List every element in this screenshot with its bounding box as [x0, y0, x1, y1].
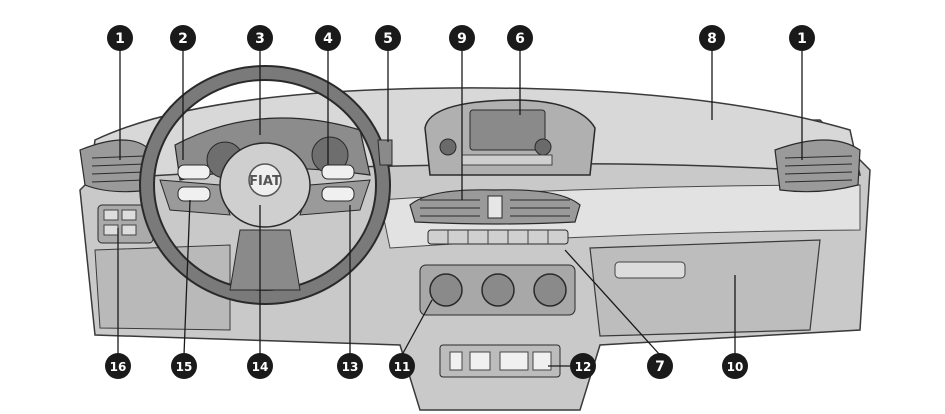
callout-12: 12 [570, 353, 596, 379]
left-air-vent [79, 139, 151, 193]
callout-2: 2 [170, 25, 196, 51]
svg-text:6: 6 [515, 31, 525, 47]
callout-14: 14 [247, 353, 273, 379]
callout-4: 4 [315, 25, 341, 51]
svg-text:8: 8 [707, 31, 717, 47]
svg-text:7: 7 [655, 359, 665, 375]
callout-15: 15 [171, 353, 197, 379]
callout-markers: 1 2 3 4 5 6 8 9 [105, 25, 815, 379]
left-switch-panel [97, 204, 154, 244]
steering-wheel: FIAT [139, 65, 391, 305]
leader-lines [117, 48, 803, 367]
svg-text:12: 12 [575, 360, 592, 374]
callout-3: 3 [247, 25, 273, 51]
glovebox [614, 261, 686, 279]
fiat-logo-text: FIAT [249, 174, 281, 189]
svg-text:1: 1 [115, 31, 125, 47]
callout-1-right: 1 [789, 25, 815, 51]
right-air-vent [774, 139, 861, 193]
control-button-strip [427, 229, 569, 245]
callout-8: 8 [699, 25, 725, 51]
svg-text:16: 16 [110, 360, 127, 374]
climate-controls [419, 264, 576, 316]
svg-text:11: 11 [394, 360, 411, 374]
callout-11: 11 [389, 353, 415, 379]
infotainment-unit [424, 99, 596, 176]
callout-9: 9 [449, 25, 475, 51]
callout-16: 16 [105, 353, 131, 379]
callout-10: 10 [722, 353, 748, 379]
callout-7: 7 [647, 353, 673, 379]
callout-1-left: 1 [107, 25, 133, 51]
svg-text:9: 9 [457, 31, 467, 47]
svg-text:10: 10 [727, 360, 744, 374]
callout-6: 6 [507, 25, 533, 51]
svg-text:3: 3 [255, 31, 265, 47]
fiat-logo-icon [248, 163, 282, 197]
svg-text:5: 5 [383, 31, 393, 47]
central-air-vents [409, 189, 581, 225]
svg-text:13: 13 [342, 360, 359, 374]
svg-text:15: 15 [176, 360, 193, 374]
svg-text:2: 2 [178, 31, 188, 47]
wiper-lever [377, 139, 393, 166]
callout-13: 13 [337, 353, 363, 379]
svg-text:4: 4 [323, 31, 333, 47]
svg-text:14: 14 [252, 360, 269, 374]
svg-text:1: 1 [797, 31, 807, 47]
callout-5: 5 [375, 25, 401, 51]
usb-aux-ports [439, 344, 561, 378]
